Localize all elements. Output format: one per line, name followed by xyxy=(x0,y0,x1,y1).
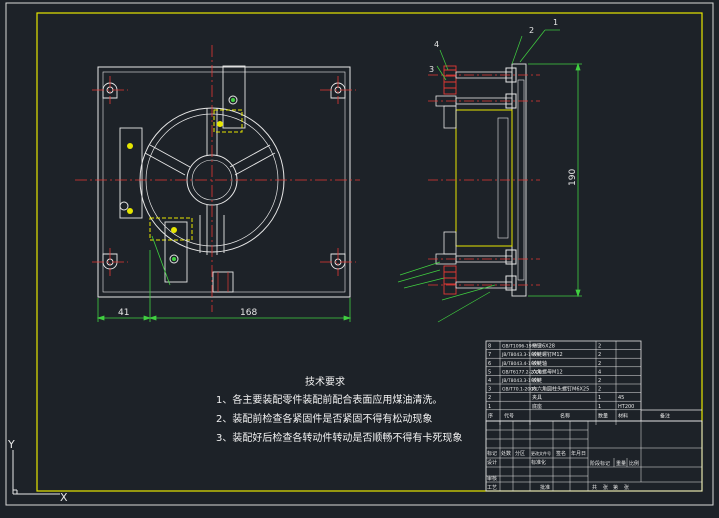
tb-sign: 签名 xyxy=(556,450,566,457)
technical-requirements: 技术要求 1、各主要装配零件装配前配合表面应用煤油清洗。 2、装配前检查各紧固件… xyxy=(216,375,462,444)
tb-sheet1: 张 xyxy=(603,484,608,491)
bom-cell: JB/T8043.3-1999 xyxy=(501,378,540,384)
balloon-2: 2 xyxy=(529,26,534,35)
chuck-jaws xyxy=(144,108,276,255)
tb-stage: 阶段标记 xyxy=(590,460,610,467)
bom-header-cell: 代号 xyxy=(504,412,514,419)
tb-design: 设计 xyxy=(487,459,497,466)
tb-no: 第 xyxy=(613,484,618,491)
bom-cell: 5 xyxy=(488,369,491,375)
title-block: 标记 处数 分区 更改文件号 签名 年月日 设计 标准化 审核 工艺 批准 阶段… xyxy=(485,420,703,492)
bom-cell: 铰链螺钉M12 xyxy=(532,351,563,358)
bom-cell: 1 xyxy=(598,395,601,401)
dim-168: 168 xyxy=(240,308,257,318)
front-centerlines xyxy=(75,45,360,312)
tb-scale: 比例 xyxy=(629,460,639,467)
bom-cell: GB/T6177.2-2000 xyxy=(502,369,542,375)
bom-cell: 铰链 xyxy=(532,377,542,384)
front-dimensions xyxy=(96,250,352,322)
tb-process: 工艺 xyxy=(487,485,497,491)
tb-weight: 重量 xyxy=(616,460,626,467)
bom-cell: 8 xyxy=(488,344,491,350)
bom-cell: 2 xyxy=(488,395,491,401)
bom-header-cell: 数量 xyxy=(598,412,608,419)
bom-cell: 底座 xyxy=(532,403,542,410)
bom-header-cell: 材料 xyxy=(618,412,628,419)
bom-cell: 内六角圆柱头螺钉M6X25 xyxy=(532,386,589,393)
bom-cell: 2 xyxy=(598,344,601,350)
tb-standard: 标准化 xyxy=(531,459,546,466)
base-plate-inner xyxy=(102,71,346,293)
ucs-y-label: Y xyxy=(7,438,15,451)
bom-cell: GB/T1096-1998 xyxy=(502,344,538,350)
bom-cell: 铰链轴 xyxy=(532,360,547,367)
dim-41: 41 xyxy=(118,308,129,318)
bom-cell: 夹具 xyxy=(532,394,542,401)
bom-cell: 2 xyxy=(598,352,601,358)
bom-cell: 平键6X28 xyxy=(532,343,555,350)
base-plate-outline xyxy=(97,66,351,298)
tb-count: 处数 xyxy=(501,450,511,457)
bottom-clamp xyxy=(149,217,193,241)
tb-zone: 分区 xyxy=(515,450,525,457)
bom-header-cell: 名称 xyxy=(560,412,570,419)
balloon-1: 1 xyxy=(553,18,558,27)
bom-cell: 45 xyxy=(618,395,624,401)
tb-date: 年月日 xyxy=(571,450,586,457)
bom-cell: GB/T70.1-2000 xyxy=(502,387,536,393)
bom-cell: 4 xyxy=(598,369,601,375)
bom-cell: 1 xyxy=(598,404,601,410)
bom-cell: 4 xyxy=(488,378,491,384)
side-chuck-body xyxy=(455,109,513,247)
tb-approve: 批准 xyxy=(540,484,550,491)
tech-item-3: 3、装配好后检查各转动件转动是否顺畅不得有卡死现象 xyxy=(216,431,462,444)
sheet-outer-border xyxy=(5,2,714,506)
tech-title: 技术要求 xyxy=(305,375,345,388)
bom-header-cell: 备注 xyxy=(660,412,670,419)
left-clamp xyxy=(119,127,143,219)
bom-cell: 3 xyxy=(488,387,491,393)
tb-mark: 标记 xyxy=(487,450,497,457)
front-view: 41 168 xyxy=(75,45,360,322)
top-clamp xyxy=(222,65,246,129)
tb-total: 共 xyxy=(592,484,597,491)
balloon-4: 4 xyxy=(434,40,439,49)
tb-sheet2: 张 xyxy=(624,484,629,491)
bom-cell: JB/T8043.4-1999 xyxy=(501,361,540,367)
bom-cell: 2 xyxy=(598,361,601,367)
tech-item-1: 1、各主要装配零件装配前配合表面应用煤油清洗。 xyxy=(216,393,442,406)
ucs-icon xyxy=(12,450,60,495)
bom-cell: HT200 xyxy=(618,404,634,410)
drawing-frame xyxy=(36,12,703,492)
tb-change: 更改文件号 xyxy=(531,450,551,456)
bom-cell: 2 xyxy=(598,378,601,384)
bom-cell: 1 xyxy=(488,404,491,410)
bom-cell: 2 xyxy=(598,387,601,393)
bom-cell: 7 xyxy=(488,352,491,358)
side-view: 190 1 2 3 4 xyxy=(397,18,582,323)
ucs-x-label: X xyxy=(60,491,68,504)
bom-header-cell: 序 xyxy=(488,412,493,419)
bom-cell: 6 xyxy=(488,361,491,367)
dim-190: 190 xyxy=(568,169,578,186)
tb-review: 审核 xyxy=(487,475,497,482)
bottom-key xyxy=(212,271,234,293)
tech-item-2: 2、装配前检查各紧固件是否紧固不得有松动现象 xyxy=(216,412,432,425)
bom-cell: 六角螺母M12 xyxy=(532,368,563,375)
bom-cell: JB/T8043.3-1999 xyxy=(501,352,540,358)
balloon-3: 3 xyxy=(429,65,434,74)
